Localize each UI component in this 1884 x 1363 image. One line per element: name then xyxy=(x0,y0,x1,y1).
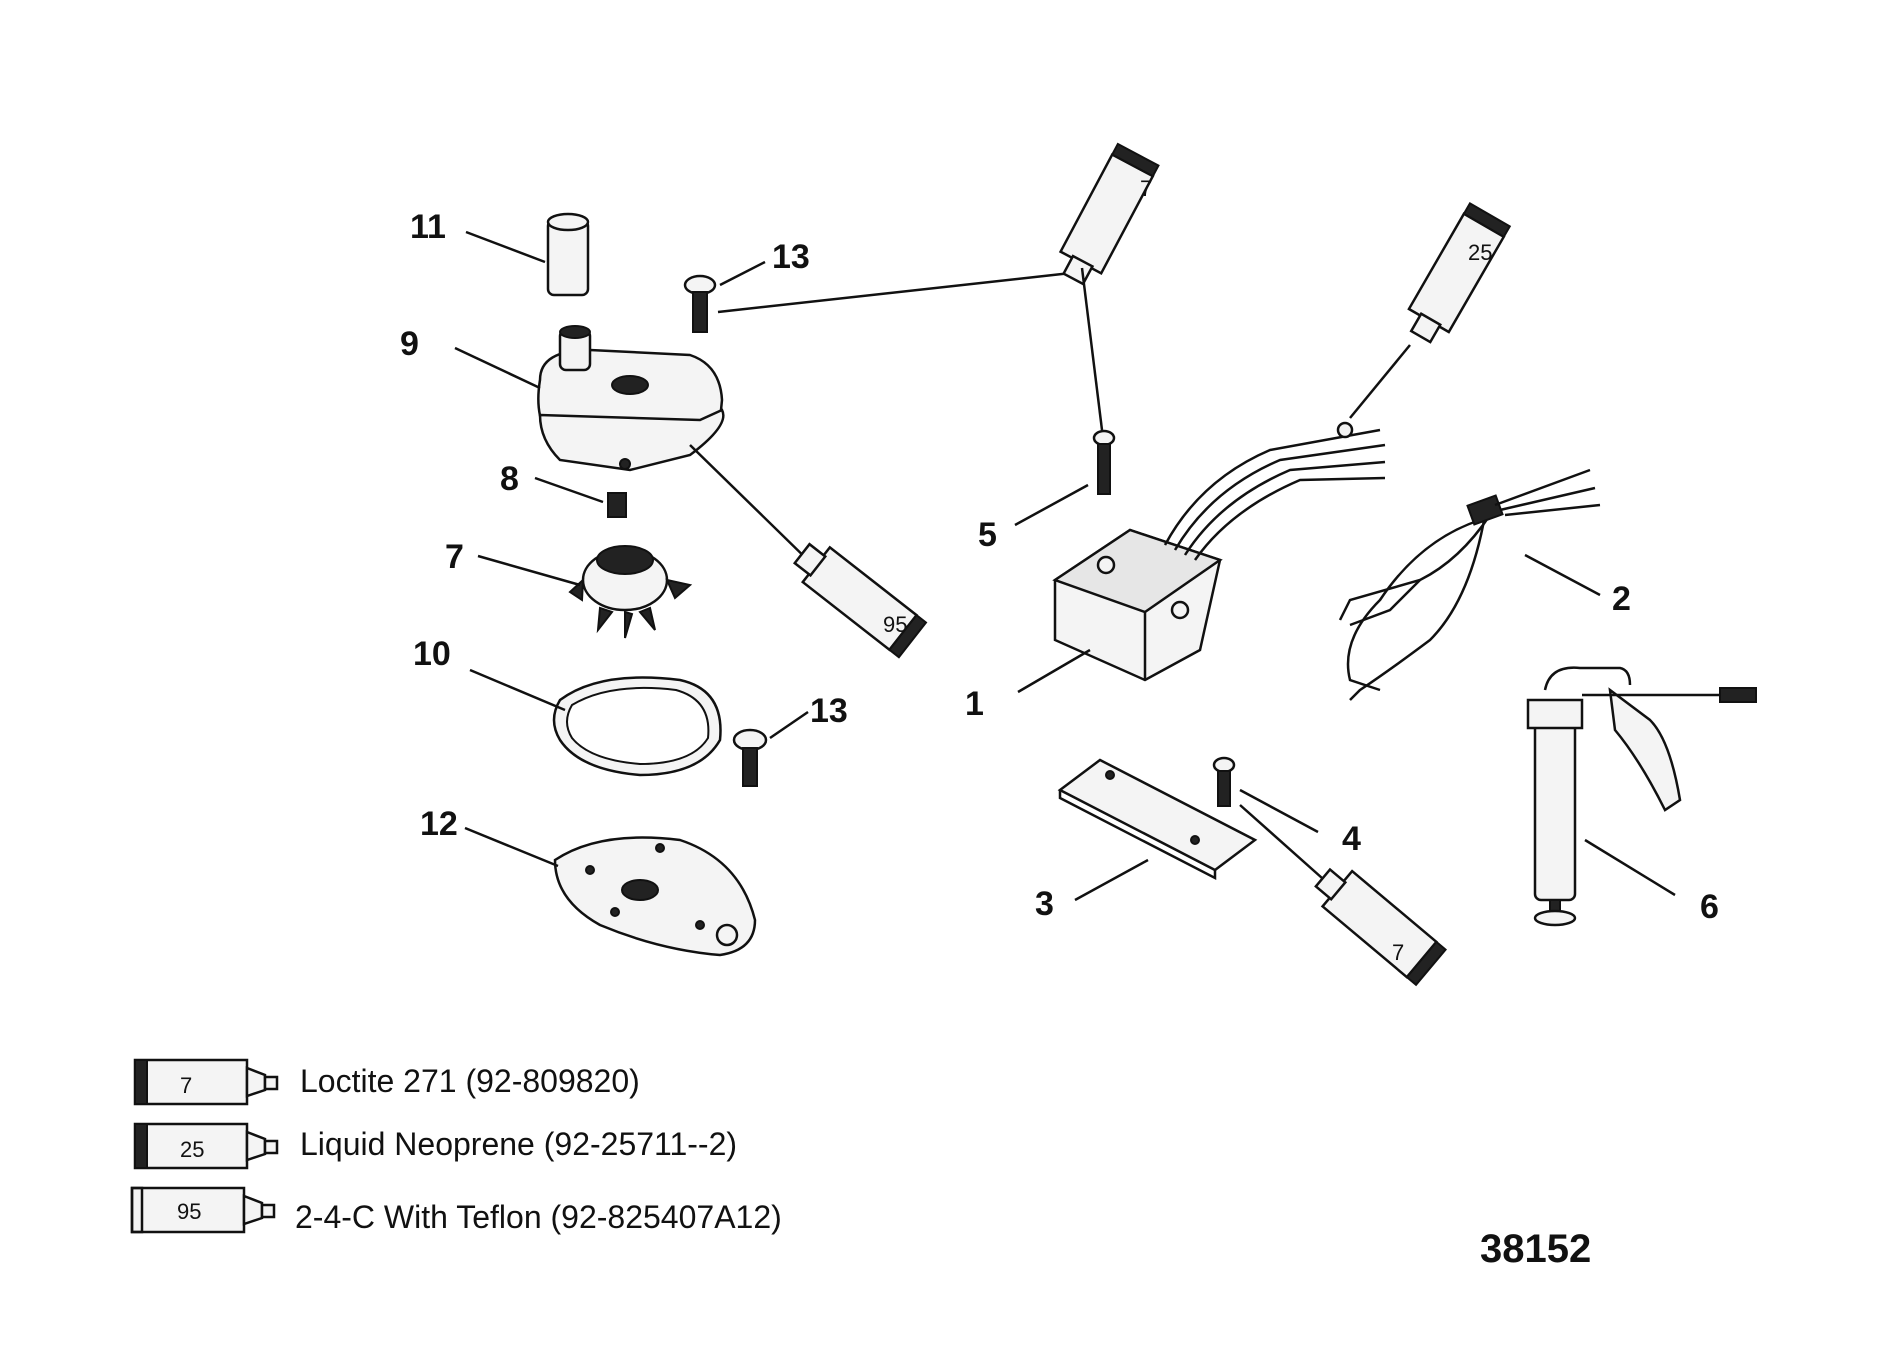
legend-tube-25-number: 25 xyxy=(180,1137,204,1162)
callout-8: 8 xyxy=(500,460,519,498)
legend: 7 Loctite 271 (92-809820) 25 Liquid Neop… xyxy=(130,1058,782,1235)
leader-tube25-to-wire xyxy=(1349,344,1411,419)
leader-10 xyxy=(469,668,566,712)
leader-3 xyxy=(1074,858,1149,902)
callout-5: 5 xyxy=(978,516,997,554)
callout-11: 11 xyxy=(410,208,446,246)
legend-tube-95-icon: 95 xyxy=(130,1186,276,1234)
part-11-sleeve xyxy=(546,212,590,297)
legend-tube-25-icon: 25 xyxy=(133,1122,279,1170)
tube-7-bottom xyxy=(1314,867,1448,987)
part-3-strap xyxy=(1057,758,1258,881)
leader-13-lower xyxy=(769,710,809,740)
leader-2 xyxy=(1524,553,1601,597)
leader-tube7-to-screw5 xyxy=(1080,267,1104,431)
callout-10: 10 xyxy=(413,635,451,673)
part-5-screw xyxy=(1092,429,1116,495)
leader-7 xyxy=(477,554,581,587)
tube-7-top xyxy=(1058,142,1160,286)
tube-95-number: 95 xyxy=(883,612,907,637)
leader-housing-to-tube95 xyxy=(689,444,819,571)
tube-25 xyxy=(1407,201,1512,344)
part-1-module xyxy=(1052,421,1386,682)
leader-11 xyxy=(465,230,546,264)
callout-1: 1 xyxy=(965,685,984,723)
part-13-bolt-lower xyxy=(732,728,768,787)
part-12-plate xyxy=(553,836,757,957)
callout-12: 12 xyxy=(420,805,458,843)
legend-tube-7-number: 7 xyxy=(180,1073,192,1098)
part-9-pump-housing xyxy=(537,325,725,472)
leader-1 xyxy=(1017,648,1091,694)
part-4-screw xyxy=(1212,756,1236,807)
legend-tube-95-number: 95 xyxy=(177,1199,201,1224)
part-13-bolt-top xyxy=(683,274,717,333)
legend-item-2-4-c: 2-4-C With Teflon (92-825407A12) xyxy=(295,1199,782,1235)
part-6-grease-gun xyxy=(1526,666,1757,927)
callout-13-lower: 13 xyxy=(810,692,848,730)
leader-5 xyxy=(1014,483,1089,527)
leader-13-top xyxy=(719,260,766,287)
leader-13-to-tube7 xyxy=(717,270,1081,314)
tube-7-bottom-number: 7 xyxy=(1392,940,1404,965)
leader-6 xyxy=(1584,838,1676,897)
legend-item-loctite: Loctite 271 (92-809820) xyxy=(300,1063,640,1099)
tube-25-number: 25 xyxy=(1468,240,1492,265)
leader-8 xyxy=(534,476,604,504)
part-7-impeller xyxy=(568,545,693,639)
leader-screw4-to-tube7 xyxy=(1239,804,1323,879)
part-2-harness xyxy=(1338,468,1601,701)
callout-13-top: 13 xyxy=(772,238,810,276)
leader-12 xyxy=(464,826,559,868)
leader-4 xyxy=(1239,788,1319,834)
leader-9 xyxy=(454,346,541,390)
callout-7: 7 xyxy=(445,538,464,576)
callout-6: 6 xyxy=(1700,888,1719,926)
callout-3: 3 xyxy=(1035,885,1054,923)
tube-7-top-number: 7 xyxy=(1140,176,1152,201)
callout-2: 2 xyxy=(1612,580,1631,618)
callout-9: 9 xyxy=(400,325,419,363)
legend-tube-7-icon: 7 xyxy=(133,1058,279,1106)
part-8-key xyxy=(607,492,627,518)
callout-4: 4 xyxy=(1342,820,1361,858)
figure-number: 38152 xyxy=(1480,1227,1591,1271)
legend-item-neoprene: Liquid Neoprene (92-25711--2) xyxy=(300,1126,737,1162)
tube-95 xyxy=(792,542,928,659)
